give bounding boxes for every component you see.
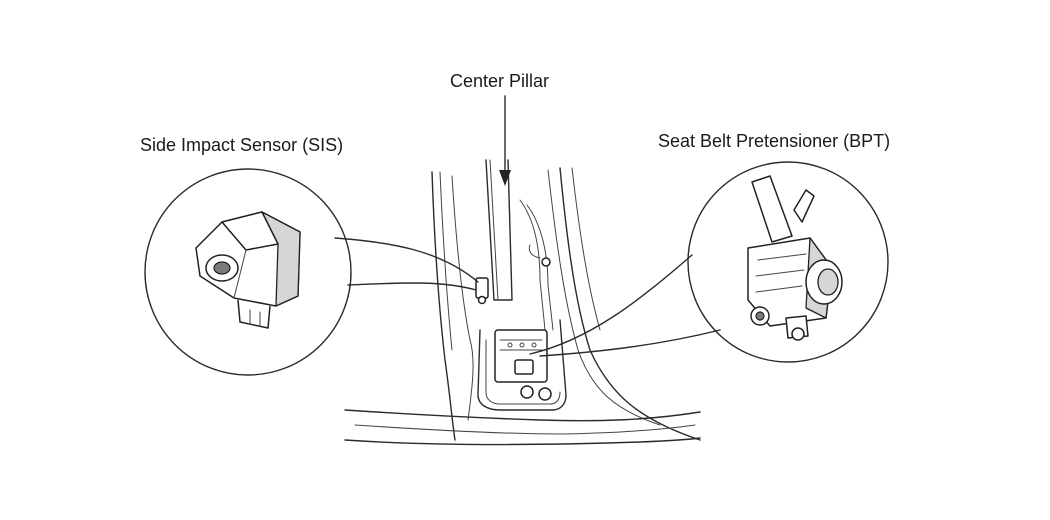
center-pillar-structure (344, 159, 701, 446)
sis-callout (144, 168, 479, 376)
center-pillar-label: Center Pillar (450, 71, 550, 91)
center-pillar-arrow (499, 95, 511, 186)
bpt-callout (529, 161, 889, 363)
seat-belt-pretensioner-label: Seat Belt Pretensioner (BPT) (658, 131, 891, 151)
side-impact-sensor-illustration (195, 211, 301, 329)
seat-belt-pretensioner-illustration (747, 175, 843, 341)
side-impact-sensor-label: Side Impact Sensor (SIS) (140, 135, 344, 155)
